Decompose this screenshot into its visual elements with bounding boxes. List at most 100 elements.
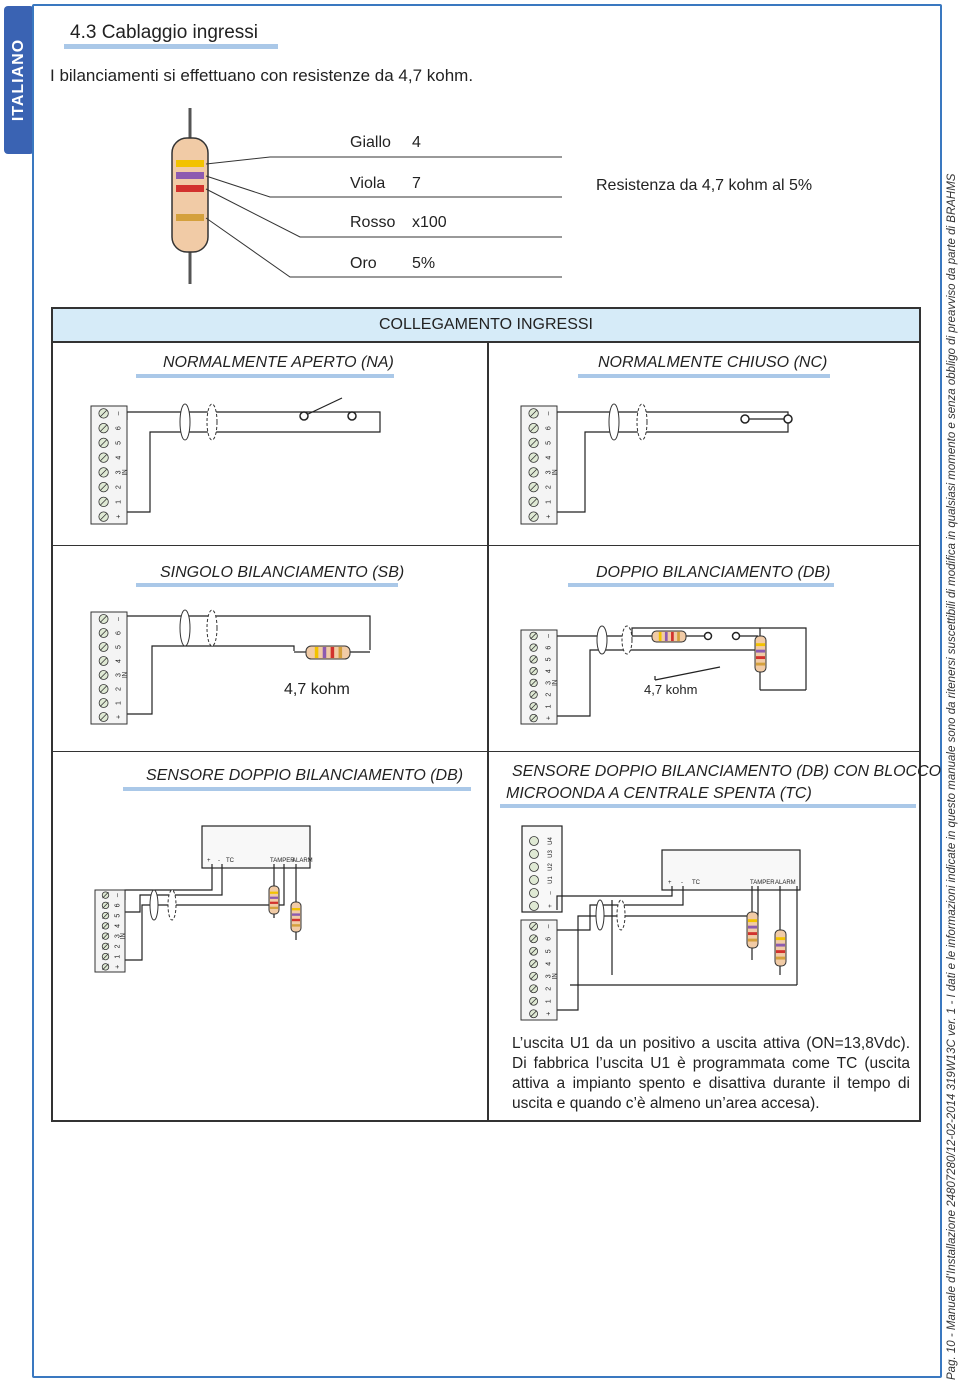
- terminal-label: –: [115, 893, 122, 897]
- title-sensor-db-underline: [123, 787, 471, 791]
- resistor-sensor-tc-1: [746, 911, 759, 949]
- terminal-label: +: [546, 515, 553, 519]
- terminal-label: 6: [116, 426, 123, 430]
- color-band-3: [176, 185, 204, 192]
- terminal-label: +: [116, 715, 123, 719]
- title-nc-underline: [578, 374, 830, 378]
- terminal-label: +: [116, 515, 123, 519]
- terminal-label: –: [546, 634, 553, 638]
- terminal-label: 5: [116, 441, 123, 445]
- section-title-underline: [64, 44, 278, 49]
- sensor-term-alarm-tc: ALARM: [775, 880, 796, 886]
- terminal-label: 3: [115, 934, 122, 938]
- intro-text: I bilanciamenti si effettuano con resist…: [50, 66, 474, 85]
- terminal-group-label: IN: [122, 469, 128, 475]
- title-db: DOPPIO BILANCIAMENTO (DB): [596, 564, 831, 581]
- color-band-2: [176, 172, 204, 179]
- aux-terminal-label: –: [548, 891, 554, 895]
- res-label-sb: 4,7 kohm: [284, 681, 350, 698]
- terminal-label: 3: [116, 673, 123, 677]
- footer-side-text: Pag. 10 - Manuale d’Installazione 248072…: [946, 173, 958, 1380]
- terminal-label: +: [546, 1012, 553, 1016]
- terminal-label: 3: [546, 974, 553, 978]
- resistor-sensor-2: [290, 901, 302, 933]
- terminal-label: 2: [116, 485, 123, 489]
- res-label-db: 4,7 kohm: [644, 682, 698, 697]
- terminal-label: 2: [115, 944, 122, 948]
- table-header: COLLEGAMENTO INGRESSI: [53, 309, 919, 343]
- u1-note: L’uscita U1 da un positivo a uscita atti…: [512, 1035, 910, 1112]
- sensor-term-tc: TC: [226, 858, 235, 864]
- sensor-term-tamper: TAMPER: [270, 858, 295, 864]
- terminal-group-label: IN: [552, 973, 558, 979]
- terminal-label: 3: [546, 681, 553, 685]
- aux-terminal-label: U3: [548, 850, 554, 858]
- aux-terminal-label: U2: [548, 863, 554, 871]
- wiring-table: COLLEGAMENTO INGRESSI: [51, 307, 921, 1122]
- title-na-underline: [136, 374, 394, 378]
- color-value-3: x100: [412, 214, 447, 231]
- title-sensor-db: SENSORE DOPPIO BILANCIAMENTO (DB): [146, 767, 464, 784]
- terminal-group-label: IN: [122, 672, 128, 678]
- color-band-1: [176, 160, 204, 167]
- title-sb-underline: [136, 583, 398, 587]
- terminal-label: 2: [546, 693, 553, 697]
- terminal-label: –: [546, 411, 553, 415]
- terminal-label: 5: [116, 645, 123, 649]
- sensor-term-plus: +: [207, 858, 211, 864]
- color-value-2: 7: [412, 175, 421, 192]
- terminal-label: 5: [546, 657, 553, 661]
- title-db-underline: [568, 583, 834, 587]
- color-name-1: Giallo: [350, 134, 391, 151]
- terminal-label: 1: [546, 704, 553, 708]
- resistor-sensor-1: [268, 885, 280, 915]
- resistor-db-series: [651, 630, 687, 643]
- terminal-label: 2: [546, 485, 553, 489]
- terminal-label: 6: [116, 631, 123, 635]
- terminal-group-label: IN: [120, 933, 126, 939]
- title-na: NORMALMENTE APERTO (NA): [163, 354, 394, 371]
- terminal-group-label: IN: [552, 469, 558, 475]
- terminal-label: +: [115, 965, 122, 969]
- language-tab: ITALIANO: [4, 6, 34, 154]
- terminal-block-sensor-tc: +1 2 3 4 5 6 – IN: [520, 919, 558, 1021]
- terminal-label: 4: [546, 669, 553, 673]
- terminal-label: 6: [546, 646, 553, 650]
- terminal-label: 2: [116, 687, 123, 691]
- terminal-label: 5: [546, 949, 553, 953]
- sensor-term-minus: -: [218, 858, 220, 864]
- color-name-3: Rosso: [350, 214, 396, 231]
- terminal-label: 2: [546, 987, 553, 991]
- resistor-db-parallel: [754, 635, 767, 673]
- terminal-label: 6: [546, 426, 553, 430]
- section-title: 4.3 Cablaggio ingressi: [70, 22, 259, 43]
- resistor-description: Resistenza da 4,7 kohm al 5%: [596, 177, 813, 194]
- title-sb: SINGOLO BILANCIAMENTO (SB): [160, 564, 405, 581]
- terminal-label: 1: [116, 701, 123, 705]
- title-sensor-db-tc-line2: MICROONDA A CENTRALE SPENTA (TC): [506, 785, 812, 802]
- terminal-label: 1: [546, 999, 553, 1003]
- terminal-label: –: [116, 411, 123, 415]
- terminal-label: 4: [546, 962, 553, 966]
- page-frame: [32, 4, 942, 1378]
- terminal-label: 6: [546, 937, 553, 941]
- terminal-label: 4: [116, 659, 123, 663]
- title-sensor-db-tc-underline: [500, 804, 916, 808]
- terminal-label: 1: [546, 500, 553, 504]
- title-nc: NORMALMENTE CHIUSO (NC): [598, 354, 828, 371]
- terminal-label: –: [546, 924, 553, 928]
- resistor-sb: [305, 645, 351, 660]
- color-name-2: Viola: [350, 175, 386, 192]
- terminal-label: 3: [116, 470, 123, 474]
- terminal-label: 4: [115, 924, 122, 928]
- terminal-label: 5: [546, 441, 553, 445]
- sensor-term-tc-tc: TC: [692, 880, 701, 886]
- terminal-group-label: IN: [552, 680, 558, 686]
- aux-terminal-label: U1: [548, 876, 554, 884]
- aux-terminal-label: +: [548, 904, 554, 908]
